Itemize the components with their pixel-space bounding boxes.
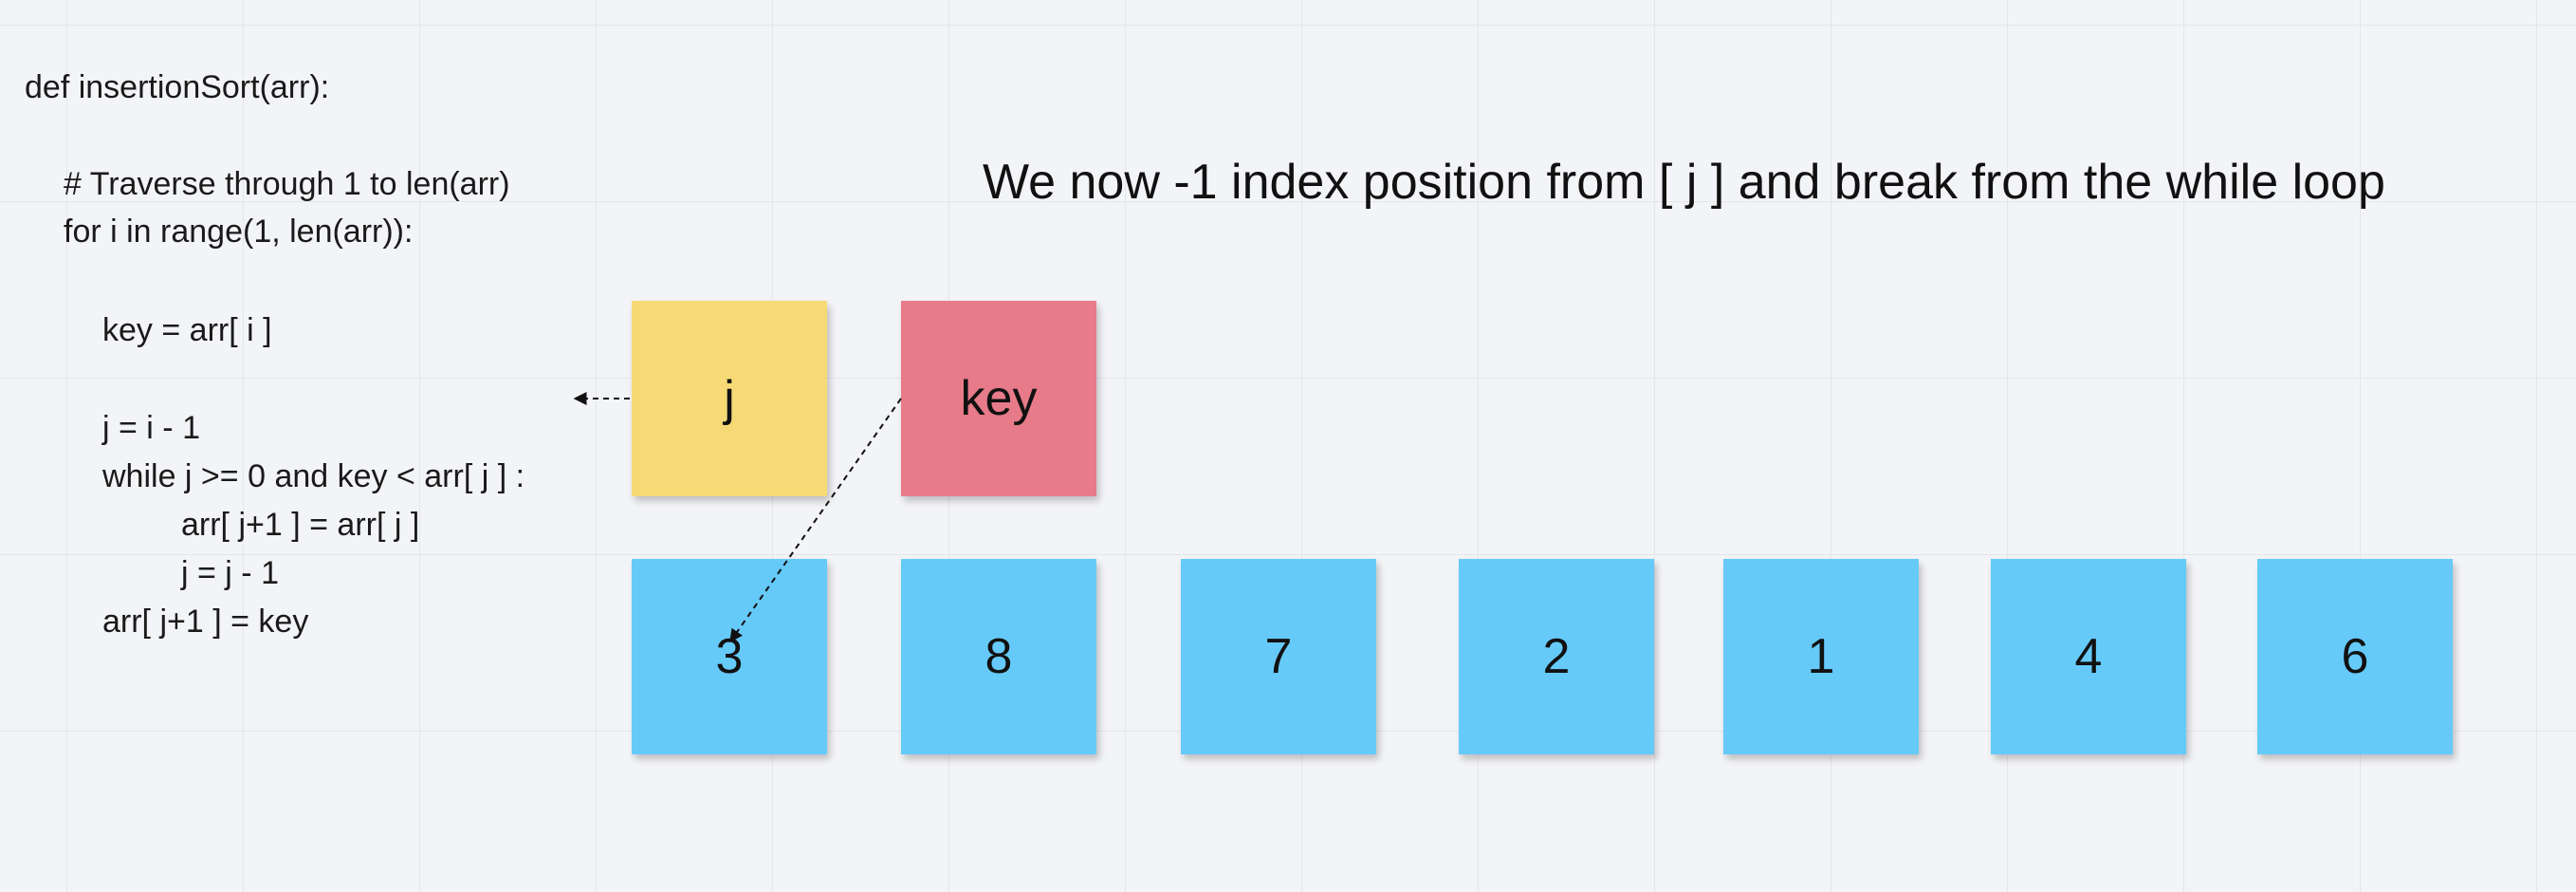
array-element[interactable]: 3 — [632, 559, 827, 754]
array-element-value: 2 — [1542, 629, 1571, 684]
key-pointer-note[interactable]: key — [901, 301, 1096, 496]
code-line: for i in range(1, len(arr)): — [64, 214, 414, 250]
array-element[interactable]: 4 — [1991, 559, 2186, 754]
array-element[interactable]: 8 — [901, 559, 1096, 754]
array-element[interactable]: 1 — [1723, 559, 1919, 754]
array-element-value: 4 — [2074, 629, 2103, 684]
code-line: # Traverse through 1 to len(arr) — [64, 166, 510, 202]
array-element[interactable]: 6 — [2257, 559, 2453, 754]
code-line: j = j - 1 — [181, 555, 279, 591]
code-line: def insertionSort(arr): — [25, 69, 330, 105]
array-element-value: 7 — [1264, 629, 1293, 684]
code-line: while j >= 0 and key < arr[ j ] : — [102, 458, 525, 494]
code-line: arr[ j+1 ] = arr[ j ] — [181, 507, 420, 543]
j-pointer-note[interactable]: j — [632, 301, 827, 496]
array-element[interactable]: 7 — [1181, 559, 1376, 754]
array-element-value: 1 — [1807, 629, 1835, 684]
code-line: arr[ j+1 ] = key — [102, 604, 309, 640]
array-element-value: 3 — [715, 629, 744, 684]
array-element-value: 8 — [984, 629, 1013, 684]
array-element-value: 6 — [2341, 629, 2369, 684]
code-line: j = i - 1 — [102, 410, 200, 446]
step-heading: We now -1 index position from [ j ] and … — [983, 155, 2385, 210]
array-element[interactable]: 2 — [1459, 559, 1654, 754]
code-line: key = arr[ i ] — [102, 312, 272, 348]
key-pointer-label: key — [960, 371, 1038, 426]
j-pointer-label: j — [724, 371, 735, 426]
